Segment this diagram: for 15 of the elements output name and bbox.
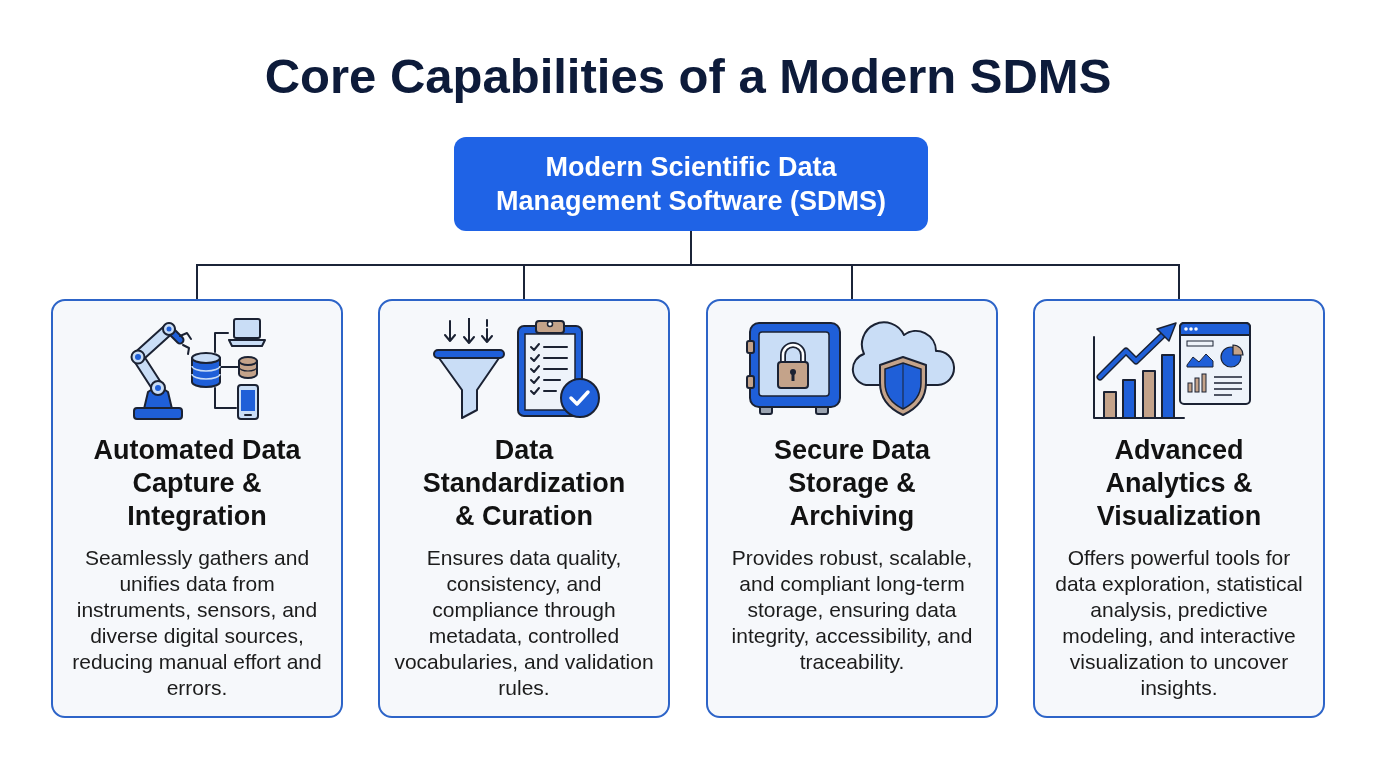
card-description: Offers powerful tools for data exploration, statistical analysis, predictive modeling, and interactive visualization to uncover insights. [1054,545,1304,701]
card-heading: Data Standardization & Curation [421,434,627,533]
card-heading: Automated Data Capture & Integration [92,434,302,533]
capability-card [51,299,343,718]
card-description: Ensures data quality, consistency, and compliance through metadata, controlled vocabularies, and validation rules. [393,545,655,701]
diagram-title: Core Capabilities of a Modern SDMS [264,48,1112,105]
capability-card [378,299,670,718]
capability-card [706,299,998,718]
box-label: Modern Scientific Data Management Software (SDMS) [494,151,888,218]
card-description: Provides robust, scalable, and compliant long-term storage, ensuring data integrity, accessibility, and traceability. [730,545,974,675]
card-heading: Advanced Analytics & Visualization [1095,434,1263,533]
card-description: Seamlessly gathers and unifies data from instruments, sensors, and diverse digital sources, reducing manual effort and errors. [71,545,323,701]
main-topic-box [454,137,928,231]
capability-card [1033,299,1325,718]
card-heading: Secure Data Storage & Archiving [772,434,932,533]
